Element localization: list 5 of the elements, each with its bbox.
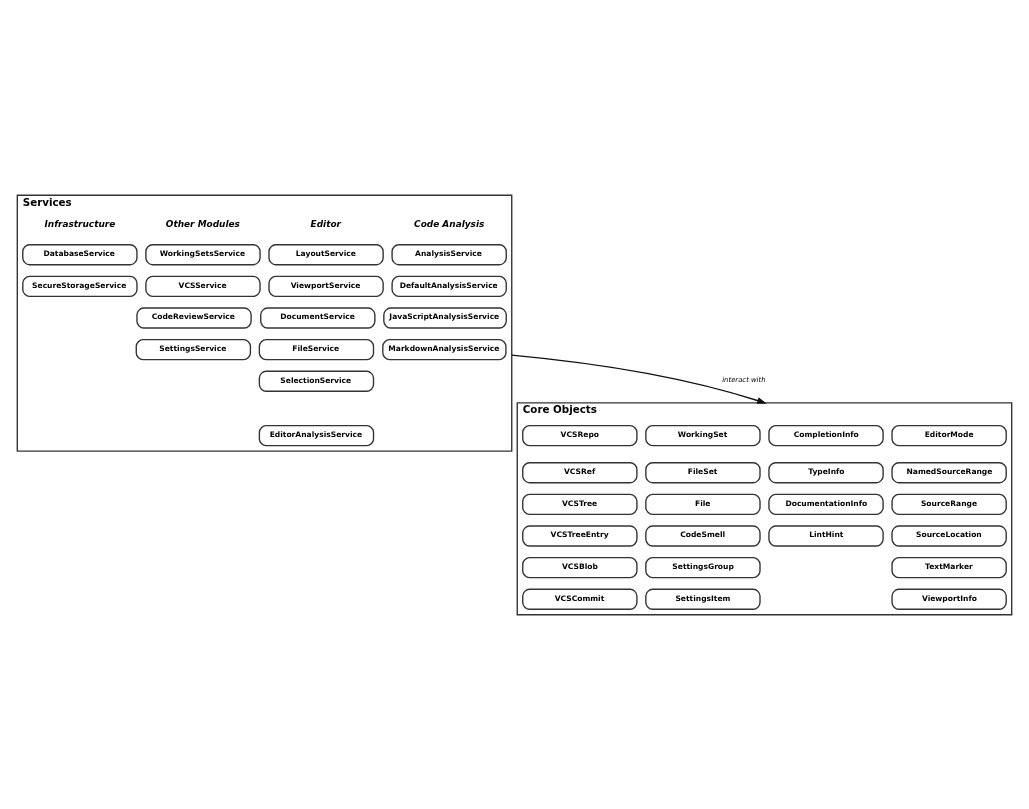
label: Code Analysis	[414, 218, 485, 229]
label: Other Modules	[165, 218, 240, 229]
label: Editor	[310, 218, 341, 229]
label: Infrastructure	[44, 218, 116, 229]
arrow	[511, 353, 767, 404]
